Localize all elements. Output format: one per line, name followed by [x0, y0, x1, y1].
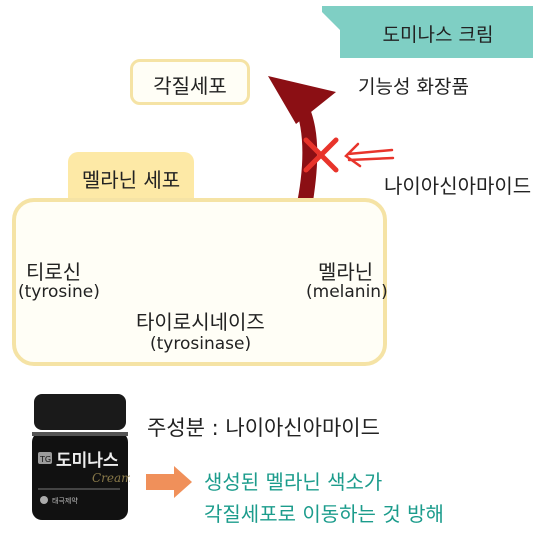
product-maker: 태극제약 — [52, 496, 78, 505]
transfer-arrow-head — [268, 76, 336, 124]
niacinamide-label: 나이아신아마이드 — [384, 174, 532, 198]
banner-title: 도미나스 크림 — [382, 24, 494, 46]
corneocyte-box — [130, 59, 250, 105]
inhibit-arrow-icon — [344, 142, 395, 168]
product-sub: Cream — [92, 471, 130, 485]
melanin-english: (melanin) — [306, 282, 388, 302]
effect-line-2: 각질세포로 이동하는 것 방해 — [204, 502, 444, 526]
melanocyte-title: 멜라닌 세포 — [81, 168, 181, 192]
tyrosinase-english: (tyrosinase) — [150, 334, 252, 354]
effect-arrow-icon — [146, 466, 192, 498]
product-brand: 도미나스 — [56, 451, 119, 471]
tyrosine-english: (tyrosine) — [18, 282, 100, 302]
melanin-label: 멜라닌 — [318, 260, 374, 284]
banner-shape — [322, 6, 533, 58]
block-x-icon — [303, 137, 339, 173]
main-ingredient-text: 주성분 : 나이아신아마이드 — [147, 416, 380, 440]
melanocyte-box — [12, 198, 387, 366]
tyrosinase-label: 타이로시네이즈 — [136, 310, 265, 334]
effect-line-1: 생성된 멜라닌 색소가 — [204, 470, 383, 494]
tyrosine-label: 티로신 — [26, 260, 82, 284]
product-jar-image: TG 도미나스 Cream 태극제약 — [32, 394, 130, 520]
functional-cosmetic-label: 기능성 화장품 — [358, 76, 469, 98]
product-tag: TG — [39, 455, 51, 464]
melanocyte-tab — [68, 152, 194, 200]
transfer-arrow-shaft — [296, 100, 318, 208]
corneocyte-label: 각질세포 — [153, 74, 227, 98]
